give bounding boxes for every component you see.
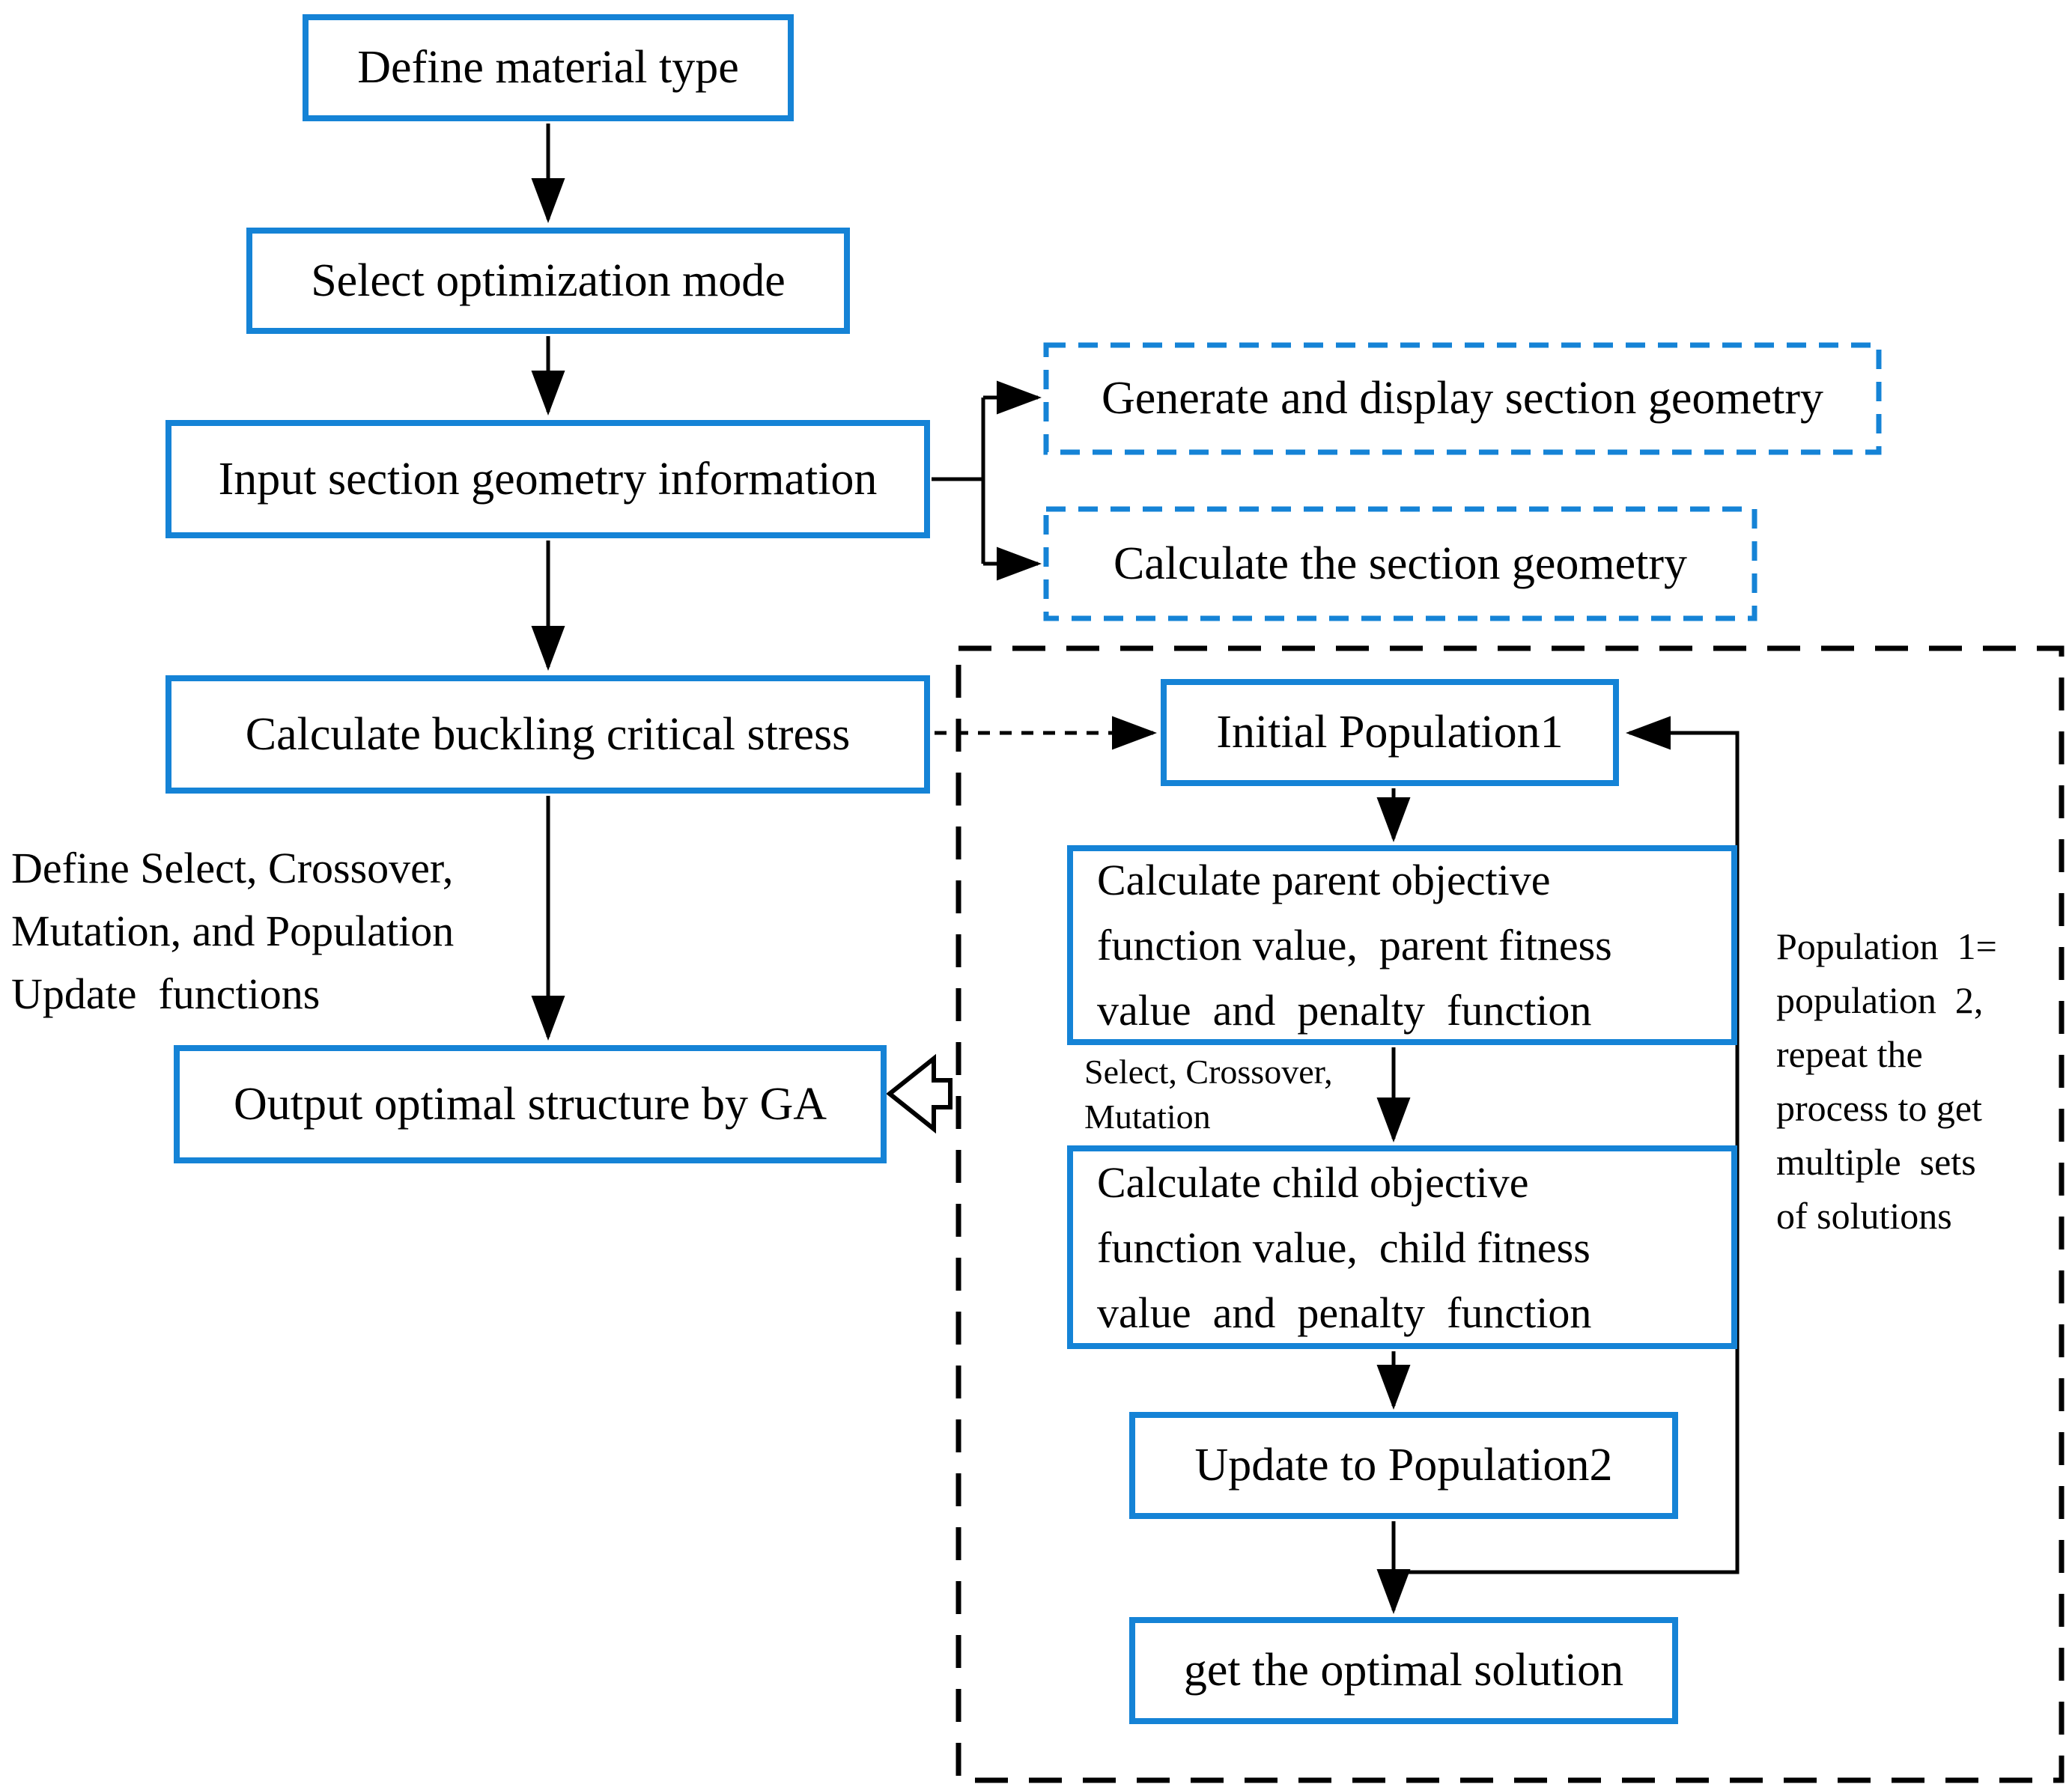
parent-calc-box: Calculate parent objective function valu… <box>1067 845 1737 1045</box>
child-calc-box: Calculate child objective function value… <box>1067 1145 1737 1349</box>
generate-display-box: Generate and display section geometry <box>1101 373 1824 424</box>
output-ga-box: Output optimal structure by GA <box>174 1045 887 1163</box>
calc-section-box-border <box>1043 506 1757 621</box>
generate-display-box-border <box>1043 342 1882 455</box>
calc-section-box: Calculate the section geometry <box>1113 538 1688 589</box>
ga-functions-note: Define Select, Crossover, Mutation, and … <box>11 844 455 1019</box>
update-population-box: Update to Population2 <box>1129 1412 1678 1519</box>
operators-label: Select, Crossover, Mutation <box>1084 1053 1333 1136</box>
calc-buckling-box: Calculate buckling critical stress <box>165 675 930 794</box>
ga-loop-container-border <box>956 645 2065 1783</box>
branch-connector <box>932 398 985 564</box>
initial-population-box: Initial Population1 <box>1161 679 1619 786</box>
select-mode-box: Select optimization mode <box>246 228 850 334</box>
loopback-connector <box>1394 716 1740 1574</box>
repeat-note: Population 1= population 2, repeat the p… <box>1776 925 1997 1237</box>
input-geometry-box: Input section geometry information <box>165 420 930 538</box>
define-material-box: Define material type <box>303 14 794 121</box>
optimal-solution-box: get the optimal solution <box>1129 1617 1678 1724</box>
result-block-arrow-icon <box>886 1053 953 1134</box>
